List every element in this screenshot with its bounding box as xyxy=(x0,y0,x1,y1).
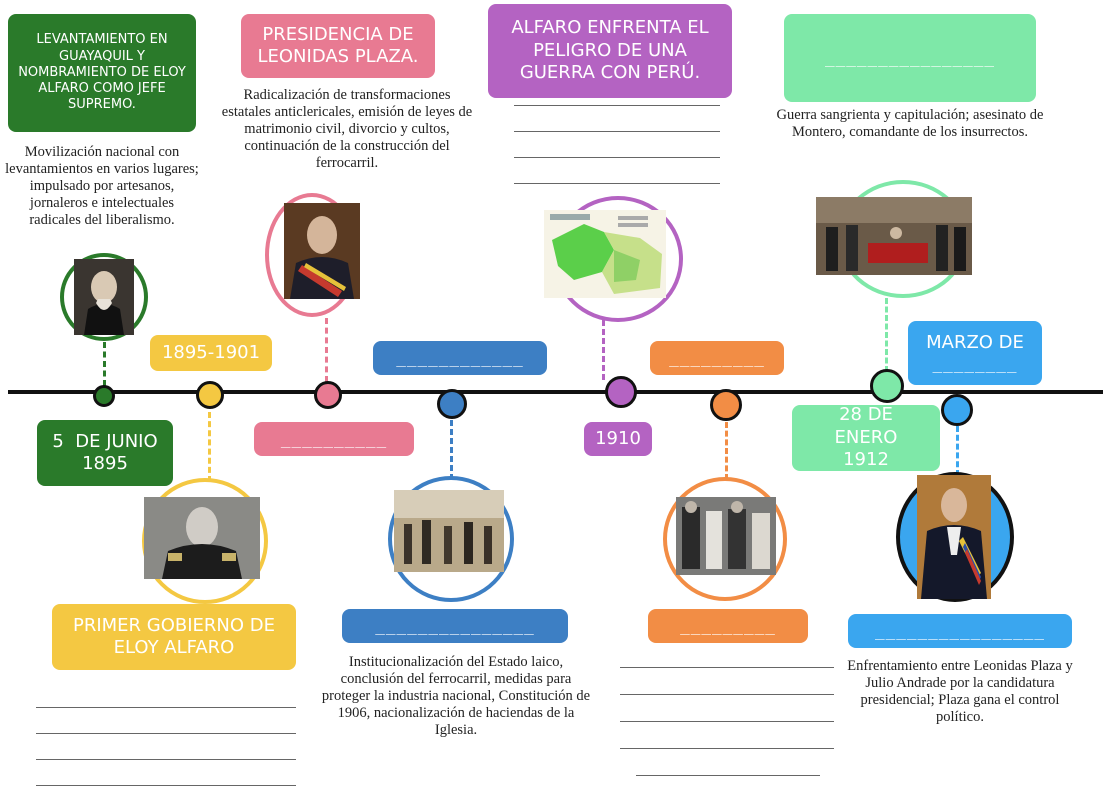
event-4-connector xyxy=(450,420,453,480)
event-5-map xyxy=(544,210,666,298)
event-2-marker xyxy=(196,381,224,409)
event-8-date-line-1: MARZO DE xyxy=(926,331,1024,353)
event-1-date: 5 DE JUNIO 1895 xyxy=(37,420,173,486)
event-1-portrait xyxy=(74,259,134,335)
event-2-date: 1895-1901 xyxy=(150,335,272,371)
event-6-date: _________ xyxy=(650,341,784,375)
event-6-photo-ring xyxy=(663,477,787,601)
event-5-blank-line-3 xyxy=(514,157,720,158)
event-4-photo-ring xyxy=(388,476,514,602)
event-1-description: Movilización nacional con levantamientos… xyxy=(5,144,199,229)
event-8-connector xyxy=(956,426,959,476)
event-7-photo xyxy=(816,197,972,275)
event-3-portrait xyxy=(284,203,360,299)
event-2-blank-line-3 xyxy=(36,759,296,760)
event-1-portrait-ring xyxy=(60,253,148,341)
event-4-photo xyxy=(394,490,504,572)
event-5-blank-line-2 xyxy=(514,131,720,132)
event-6-photo xyxy=(676,497,776,575)
event-7-title: ________________ xyxy=(784,14,1036,102)
timeline-axis xyxy=(8,390,1103,394)
event-2-blank-line-1 xyxy=(36,707,296,708)
event-3-marker xyxy=(314,381,342,409)
event-6-blank-line-3 xyxy=(620,721,834,722)
event-8-marker xyxy=(941,394,973,426)
event-8-title: ________________ xyxy=(848,614,1072,648)
event-1-marker xyxy=(93,385,115,407)
event-6-blank-line-1 xyxy=(620,667,834,668)
event-8-portrait xyxy=(917,475,991,599)
event-5-date: 1910 xyxy=(584,422,652,456)
event-4-marker xyxy=(437,389,467,419)
event-3-connector xyxy=(325,318,328,382)
event-7-date: 28 DE ENERO 1912 xyxy=(792,404,940,471)
event-5-connector xyxy=(602,320,605,380)
event-2-title: PRIMER GOBIERNO DE ELOY ALFARO xyxy=(52,604,296,670)
event-5-marker xyxy=(605,376,637,408)
event-6-title: _________ xyxy=(648,609,808,643)
event-5-blank-line-4 xyxy=(514,183,720,184)
event-6-blank-line-5 xyxy=(636,775,820,776)
event-8-date: MARZO DE ________ xyxy=(908,321,1042,385)
event-6-blank-line-2 xyxy=(620,694,834,695)
event-3-date: __________ xyxy=(254,422,414,456)
event-3-description: Radicalización de transformaciones estat… xyxy=(221,87,473,172)
event-5-title: ALFARO ENFRENTA EL PELIGRO DE UNA GUERRA… xyxy=(488,4,732,98)
event-7-description: Guerra sangrienta y capitulación; asesin… xyxy=(776,107,1044,141)
event-8-description: Enfrentamiento entre Leonidas Plaza y Ju… xyxy=(847,658,1073,726)
event-4-date: ____________ xyxy=(373,341,547,375)
event-7-marker xyxy=(870,369,904,403)
event-3-title: PRESIDENCIA DE LEONIDAS PLAZA. xyxy=(241,14,435,78)
event-1-connector xyxy=(103,342,106,386)
event-2-blank-line-4 xyxy=(36,785,296,786)
event-2-portrait xyxy=(144,497,260,579)
event-4-title: _______________ xyxy=(342,609,568,643)
event-1-title: LEVANTAMIENTO EN GUAYAQUIL Y NOMBRAMIENT… xyxy=(8,14,196,132)
event-8-date-line-2: ________ xyxy=(932,354,1018,374)
event-2-blank-line-2 xyxy=(36,733,296,734)
event-6-marker xyxy=(710,389,742,421)
event-6-connector xyxy=(725,422,728,480)
event-7-connector xyxy=(885,298,888,372)
event-5-blank-line-1 xyxy=(514,105,720,106)
event-2-connector xyxy=(208,412,211,482)
event-6-blank-line-4 xyxy=(620,748,834,749)
event-4-description: Institucionalización del Estado laico, c… xyxy=(321,654,591,739)
